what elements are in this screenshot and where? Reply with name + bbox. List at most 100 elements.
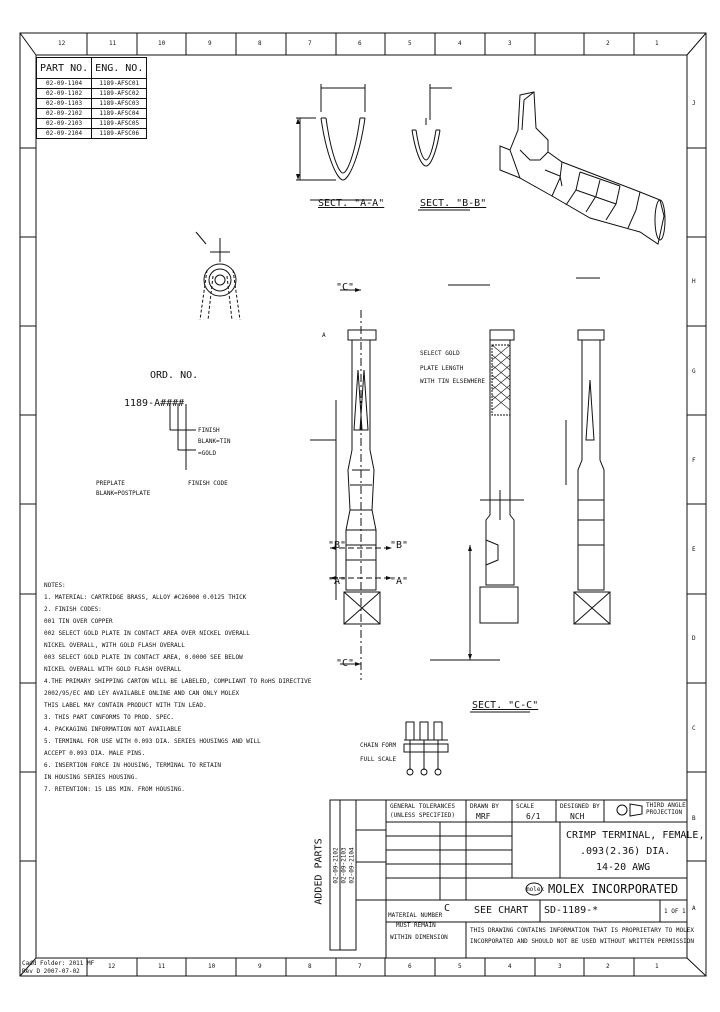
zone-top-11: 11 xyxy=(109,40,117,47)
zone-bottom-1: 1 xyxy=(655,963,659,970)
row-right-b: B xyxy=(692,815,696,822)
notes-line: 2002/95/EC AND LEY AVAILABLE ONLINE AND … xyxy=(44,690,240,697)
third-angle-projection: THIRD ANGLE PROJECTION xyxy=(646,802,686,816)
notes-line: 002 SELECT GOLD PLATE IN CONTACT AREA OV… xyxy=(44,630,250,637)
ordering-note-blank: BLANK=TIN xyxy=(198,438,231,445)
zone-bottom-8: 8 xyxy=(308,963,312,970)
zone-top-1: 1 xyxy=(655,40,659,47)
terminal-iso-outline xyxy=(509,91,665,245)
revision-line: 02-09-2102 xyxy=(332,847,340,884)
proprietary-line-2: INCORPORATED AND SHOULD NOT BE USED WITH… xyxy=(470,938,694,945)
label-point-a: A xyxy=(322,332,326,339)
label-a-right: "A" xyxy=(390,576,409,587)
title-block-frame xyxy=(385,799,688,959)
zone-bottom-9: 9 xyxy=(258,963,262,970)
notes-block: NOTES: 1. MATERIAL: CARTRIDGE BRASS, ALL… xyxy=(44,582,311,798)
ordering-note-gold: =GOLD xyxy=(198,450,217,457)
drawn-label: DRAWN BY xyxy=(470,803,499,810)
front-view-terminal xyxy=(310,289,392,680)
section-a-title: SECT. "A-A" xyxy=(318,198,385,209)
end-view-outer xyxy=(203,263,237,297)
zone-top-5: 5 xyxy=(408,40,412,47)
company-name: MOLEX INCORPORATED xyxy=(548,882,679,896)
zone-top-6: 6 xyxy=(358,40,362,47)
notes-line: NICKEL OVERALL WITH GOLD FLASH OVERALL xyxy=(44,666,182,673)
notes-line: 1. MATERIAL: CARTRIDGE BRASS, ALLOY #C26… xyxy=(44,594,247,601)
notes-line: NICKEL OVERALL, WITH GOLD FLASH OVERALL xyxy=(44,642,185,649)
molex-logo: molex xyxy=(526,886,545,893)
footer-line-1: Cadd Folder: 2011 MF xyxy=(22,960,95,967)
zone-top-9: 9 xyxy=(208,40,212,47)
preplate-label: PREPLATE xyxy=(96,480,125,487)
zone-top-3: 3 xyxy=(508,40,512,47)
sheet-number: 1 OF 1 xyxy=(664,908,686,915)
zone-bottom-4: 4 xyxy=(508,963,512,970)
doc-label: SEE CHART xyxy=(474,905,529,916)
eng-no-cell: 1189-AFSC06 xyxy=(91,128,148,139)
zone-bottom-7: 7 xyxy=(358,963,362,970)
title-line-2: .093(2.36) DIA. xyxy=(580,846,671,857)
eng-no-cell: 1189-AFSC04 xyxy=(91,108,148,119)
proprietary-line-1: THIS DRAWING CONTAINS INFORMATION THAT I… xyxy=(470,927,694,934)
row-right-a: A xyxy=(692,905,696,912)
zone-top-2: 2 xyxy=(606,40,610,47)
general-tolerances: GENERAL TOLERANCES xyxy=(390,803,456,810)
chain-form-label: CHAIN FORM xyxy=(360,742,397,749)
drawing-size: C xyxy=(444,903,451,914)
ordering-note-finish: FINISH xyxy=(198,427,220,434)
notes-line: ACCEPT 0.093 DIA. MALE PINS. xyxy=(44,750,146,757)
scale-label: SCALE xyxy=(516,803,535,810)
full-scale-label: FULL SCALE xyxy=(360,756,397,763)
chain-form-graphic xyxy=(403,721,449,776)
ordering-title: ORD. NO. xyxy=(150,370,199,381)
notes-line: 3. THIS PART CONFORMS TO PROD. SPEC. xyxy=(44,714,175,721)
notes-line: IN HOUSING SERIES HOUSING. xyxy=(44,774,138,781)
notes-line: 001 TIN OVER COPPER xyxy=(44,618,113,625)
row-right-f: F xyxy=(692,457,696,464)
zone-bottom-11: 11 xyxy=(158,963,166,970)
zone-bottom-2: 2 xyxy=(606,963,610,970)
section-b-profile xyxy=(411,129,441,167)
notes-line: NOTES: xyxy=(44,582,66,589)
finish-code-label: FINISH CODE xyxy=(188,480,228,487)
part-no-cell: 02-09-2102 xyxy=(35,108,93,119)
section-c-view xyxy=(430,284,530,713)
notes-line: 4.THE PRIMARY SHIPPING CARTON WILL BE LA… xyxy=(44,678,312,685)
plate-length-label: PLATE LENGTH xyxy=(420,365,464,372)
zone-bottom-5: 5 xyxy=(458,963,462,970)
zone-top-4: 4 xyxy=(458,40,462,47)
designed-label: DESIGNED BY xyxy=(560,803,600,810)
eng-no-header: ENG. NO. xyxy=(91,57,148,79)
part-no-header: PART NO. xyxy=(35,57,93,79)
eng-no-cell: 1189-AFSC02 xyxy=(91,88,148,99)
eng-no-cell: 1189-AFSC03 xyxy=(91,98,148,109)
unless-specified: (UNLESS SPECIFIED) xyxy=(390,812,456,819)
part-no-cell: 02-09-2104 xyxy=(35,128,93,139)
inner-border xyxy=(35,54,688,959)
label-b-right: "B" xyxy=(390,540,409,551)
scale-value: 6/1 xyxy=(526,812,541,821)
zone-bottom-10: 10 xyxy=(208,963,216,970)
section-b-title: SECT. "B-B" xyxy=(420,198,487,209)
row-right-d: D xyxy=(692,635,696,642)
notes-line: 4. PACKAGING INFORMATION NOT AVAILABLE xyxy=(44,726,182,733)
select-gold-label: SELECT GOLD xyxy=(420,350,460,357)
zone-top-12: 12 xyxy=(58,40,66,47)
section-c-title: SECT. "C-C" xyxy=(472,700,539,711)
material-number: MATERIAL NUMBER xyxy=(388,912,443,919)
footer-line-2: Rev D 2007-07-02 xyxy=(22,968,80,975)
title-line-1: CRIMP TERMINAL, FEMALE, xyxy=(566,830,705,841)
zone-bottom-12: 12 xyxy=(108,963,116,970)
drawn-value: MRF xyxy=(476,812,491,821)
notes-line: 6. INSERTION FORCE IN HOUSING, TERMINAL … xyxy=(44,762,222,769)
title-line-3: 14-20 AWG xyxy=(596,862,651,873)
within-dimension: WITHIN DIMENSION xyxy=(390,934,448,941)
revision-line: 02-09-2104 xyxy=(348,847,356,884)
revision-title: ADDED PARTS xyxy=(313,838,325,905)
